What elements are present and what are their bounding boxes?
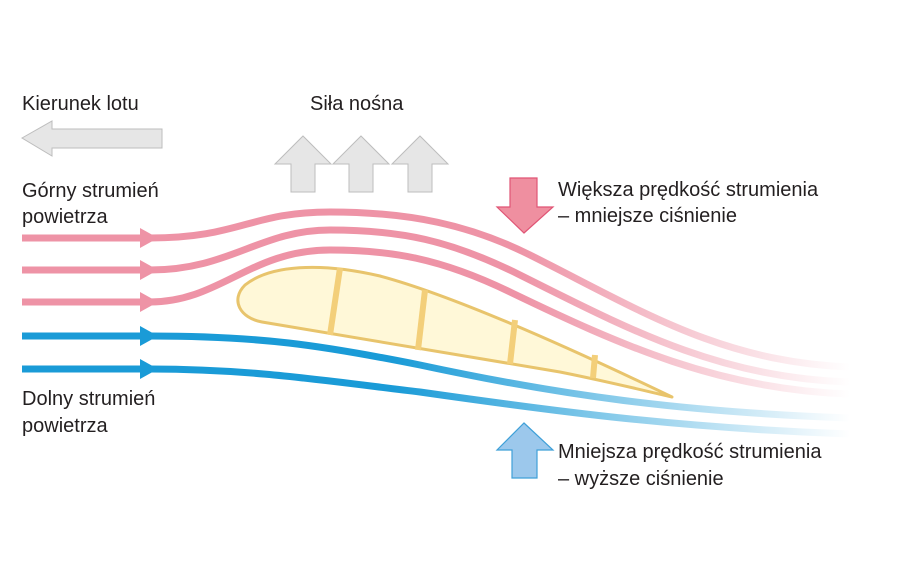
lift-label: Siła nośna	[310, 93, 404, 115]
airfoil-ribs	[327, 267, 598, 379]
lower-stream-arrowheads	[140, 326, 158, 379]
lift-arrow-icon	[390, 135, 450, 193]
lower-stream-label-line1: Dolny strumień	[22, 388, 155, 410]
arrowhead-icon	[140, 260, 158, 280]
upper-stream-label-line2: powietrza	[22, 206, 108, 228]
upper-streamline	[22, 208, 851, 371]
lower-effect-line1: Mniejsza prędkość strumienia	[558, 441, 822, 463]
lift-arrow-icon	[273, 135, 333, 193]
lower-streamlines	[22, 332, 851, 438]
high-pressure-arrow-icon	[495, 422, 555, 479]
lower-effect-line2: – wyższe ciśnienie	[558, 468, 724, 490]
lower-streamline	[22, 365, 851, 438]
upper-effect-line2: – mniejsze ciśnienie	[558, 205, 737, 227]
lower-streamline	[22, 332, 851, 422]
arrowhead-icon	[140, 292, 158, 312]
upper-streamlines	[22, 208, 851, 398]
upper-effect-line1: Większa prędkość strumienia	[558, 179, 819, 201]
lift-arrow-icon	[331, 135, 391, 193]
lift-arrows	[273, 135, 450, 193]
upper-streamline	[22, 226, 851, 386]
upper-stream-label-line1: Górny strumień	[22, 180, 159, 202]
airfoil	[236, 265, 674, 399]
upper-streamline	[22, 246, 851, 398]
lower-stream-label-line2: powietrza	[22, 415, 108, 437]
arrowhead-icon	[140, 359, 158, 379]
low-pressure-arrow-icon	[495, 177, 555, 234]
arrowhead-icon	[140, 326, 158, 346]
arrowhead-icon	[140, 228, 158, 248]
flight-direction-label: Kierunek lotu	[22, 93, 139, 115]
flight-direction-arrow-icon	[21, 120, 163, 157]
upper-stream-arrowheads	[140, 228, 158, 312]
